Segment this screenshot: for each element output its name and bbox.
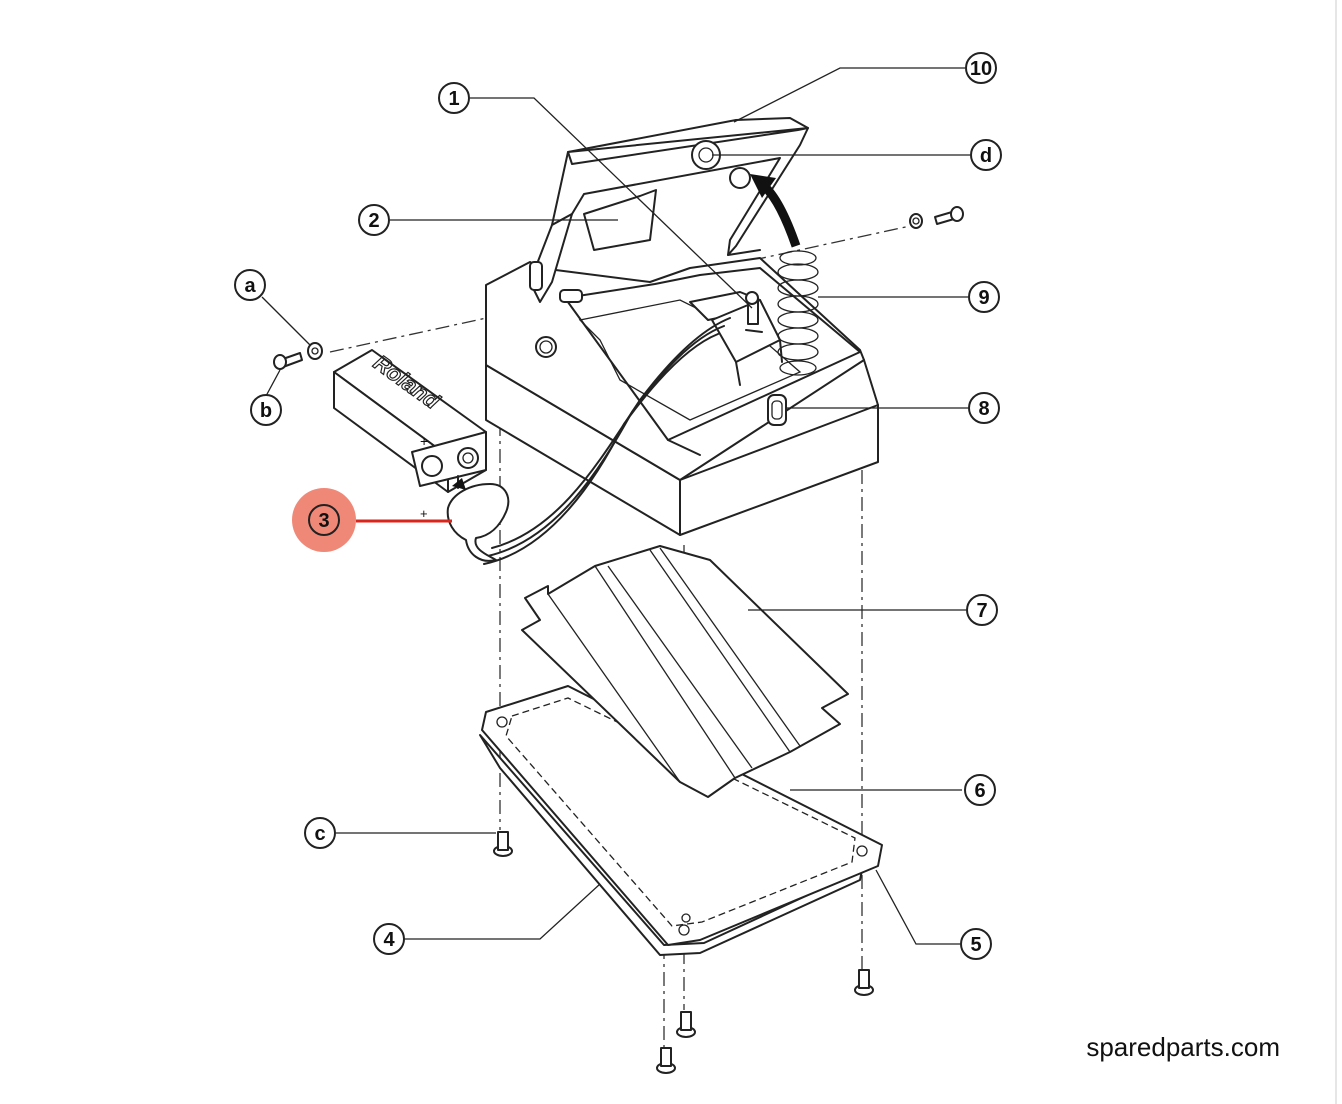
callout-4: 4 bbox=[373, 923, 405, 955]
callout-9: 9 bbox=[968, 281, 1000, 313]
hinged-lid bbox=[529, 117, 809, 303]
callout-1: 1 bbox=[438, 82, 470, 114]
callout-8: 8 bbox=[968, 392, 1000, 424]
spring bbox=[777, 250, 819, 376]
callout-7: 7 bbox=[966, 594, 998, 626]
callout-2: 2 bbox=[358, 204, 390, 236]
svg-text:5: 5 bbox=[970, 934, 981, 956]
svg-text:2: 2 bbox=[368, 210, 379, 232]
svg-text:10: 10 bbox=[970, 58, 992, 80]
callout-c: c bbox=[304, 817, 336, 849]
screw-bottom-left bbox=[656, 1047, 676, 1074]
callout-5: 5 bbox=[960, 928, 992, 960]
svg-text:9: 9 bbox=[978, 287, 989, 309]
screw-c bbox=[493, 831, 513, 857]
svg-text:3: 3 bbox=[318, 510, 329, 532]
screw-bottom-mid bbox=[676, 1011, 696, 1038]
callout-6: 6 bbox=[964, 774, 996, 806]
svg-text:1: 1 bbox=[448, 88, 459, 110]
screw-b bbox=[273, 352, 303, 370]
callout-b: b bbox=[250, 394, 282, 426]
callout-d: d bbox=[970, 139, 1002, 171]
svg-text:4: 4 bbox=[383, 929, 395, 951]
svg-text:7: 7 bbox=[976, 600, 987, 622]
screws-and-washers bbox=[273, 206, 964, 1074]
callout-a: a bbox=[234, 269, 266, 301]
leader-lines bbox=[261, 67, 970, 945]
svg-text:d: d bbox=[980, 145, 992, 167]
battery: Roland + bbox=[333, 349, 487, 493]
battery-snap-and-wires: + bbox=[420, 317, 731, 565]
svg-text:6: 6 bbox=[974, 780, 985, 802]
screw-top-right bbox=[909, 206, 964, 229]
callout-10: 10 bbox=[965, 52, 997, 84]
lid-direction-arrow bbox=[750, 174, 801, 248]
screw-bottom-right bbox=[854, 969, 874, 996]
washer-a bbox=[307, 342, 323, 360]
pedal-housing bbox=[485, 257, 879, 536]
svg-text:8: 8 bbox=[978, 398, 989, 420]
snap-polarity: + bbox=[420, 506, 428, 521]
insulating-sheet bbox=[521, 545, 849, 798]
svg-text:a: a bbox=[244, 275, 256, 297]
battery-polarity: + bbox=[420, 433, 428, 449]
highlight-halo bbox=[292, 488, 356, 552]
callout-3: 3 bbox=[308, 504, 340, 536]
site-credit: sparedparts.com bbox=[1086, 1032, 1280, 1062]
svg-text:c: c bbox=[314, 823, 325, 845]
svg-text:b: b bbox=[260, 400, 272, 422]
